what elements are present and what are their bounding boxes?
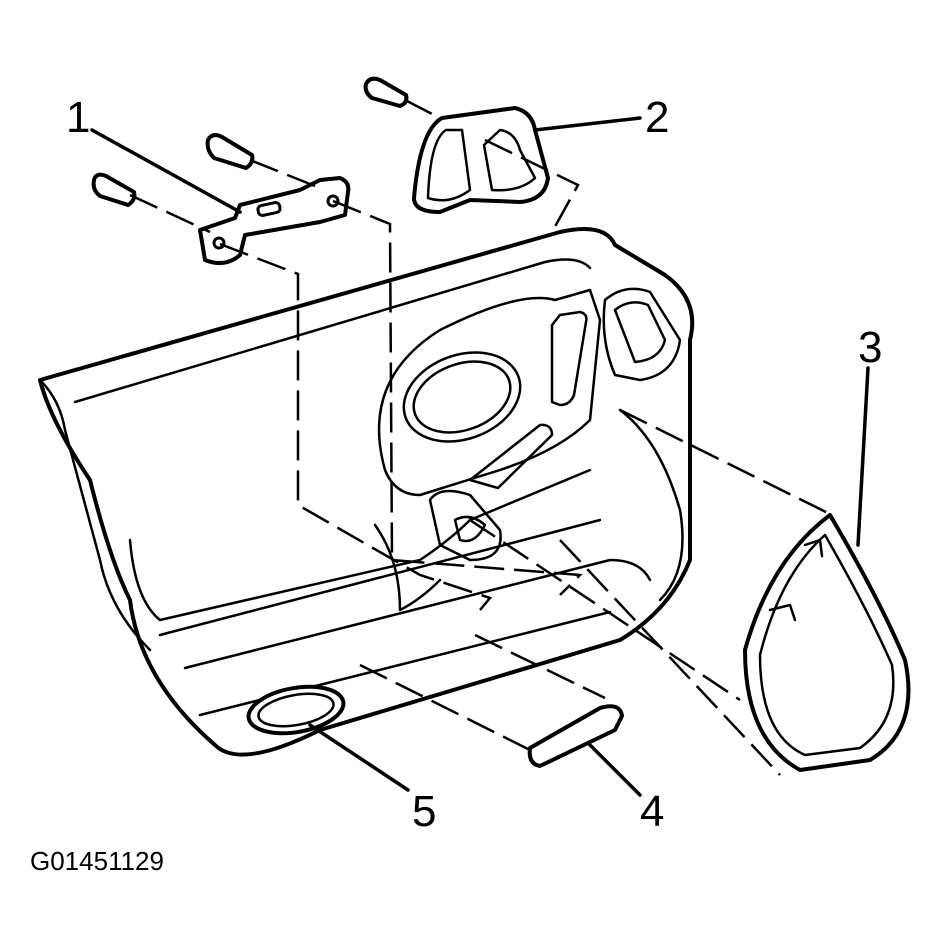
bracket-part-1 [198,176,351,266]
callout-leaders [90,116,870,797]
callout-3: 3 [858,323,882,372]
callout-1: 1 [66,93,90,142]
door-trim-panel [38,227,695,757]
callout-4: 4 [640,787,664,836]
callout-2: 2 [645,93,669,142]
screw-icon [91,172,137,207]
reflector-lens-5 [246,684,346,736]
figure-code: G01451129 [30,846,164,876]
bezel-part-2 [412,106,550,214]
speaker-grille-part-3 [743,513,911,772]
screw-icon [205,133,255,170]
trim-strip-part-4 [527,704,624,768]
screw-icon [363,76,409,108]
callout-5: 5 [412,787,436,836]
alignment-lines [129,98,833,776]
